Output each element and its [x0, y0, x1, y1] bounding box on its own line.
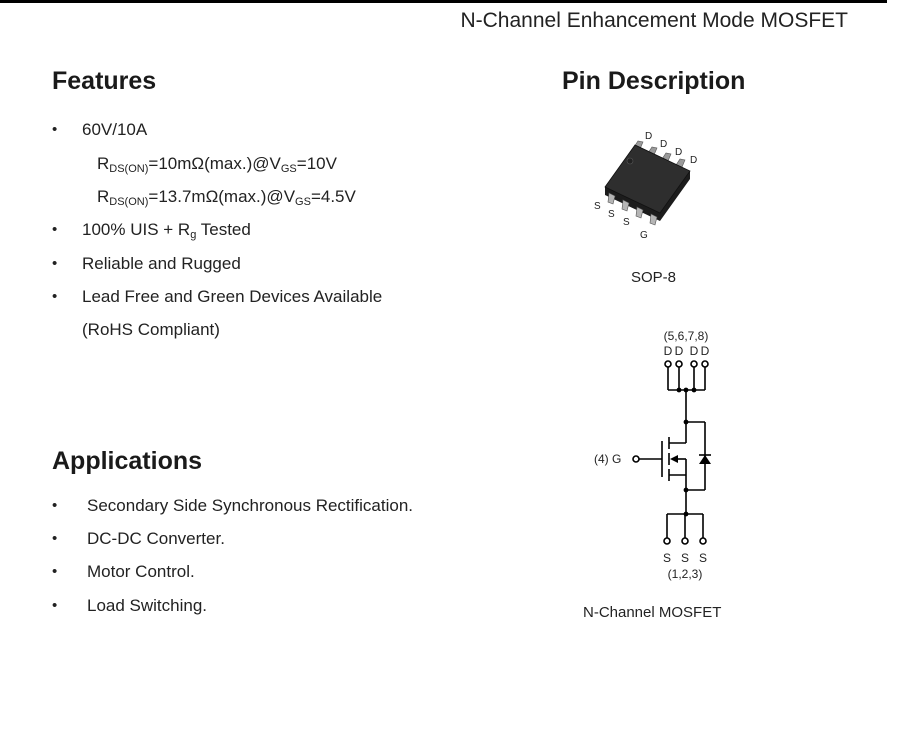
pkg-pin-label: D	[690, 155, 697, 166]
application-item: Secondary Side Synchronous Rectification…	[87, 496, 414, 515]
pkg-pin-label: S	[594, 201, 601, 212]
bullet-dot: •	[52, 288, 58, 305]
features-heading: Features	[52, 67, 157, 95]
feature-rating: 60V/10A	[82, 120, 148, 139]
pkg-pin-label: D	[675, 147, 682, 158]
feature-lead-free: Lead Free and Green Devices Available	[82, 287, 383, 306]
top-rule	[0, 0, 887, 3]
pkg-pin-label: G	[640, 230, 648, 241]
package-label: SOP-8	[631, 269, 677, 286]
application-item: Motor Control.	[87, 562, 195, 581]
bullet-dot: •	[52, 597, 58, 614]
drain-letter: D	[675, 344, 684, 358]
application-item: DC-DC Converter.	[87, 529, 225, 548]
mosfet-symbol-caption: N-Channel MOSFET	[583, 604, 722, 621]
bullet-dot: •	[52, 121, 58, 138]
bullet-dot: •	[52, 497, 58, 514]
drain-pins-label: (5,6,7,8)	[664, 329, 709, 343]
sop8-package-image: D D D D S S S G	[594, 131, 697, 241]
bullet-dot: •	[52, 530, 58, 547]
application-item: Load Switching.	[87, 596, 208, 615]
bullet-dot: •	[52, 255, 58, 272]
gate-label: (4) G	[594, 452, 621, 466]
drain-letter: D	[690, 344, 699, 358]
bullet-dot: •	[52, 563, 58, 580]
pkg-pin-label: S	[623, 217, 630, 228]
pin-description-heading: Pin Description	[562, 67, 746, 95]
pkg-pin-label: D	[660, 139, 667, 150]
feature-rdson-4v5: RDS(ON)=13.7mΩ(max.)@VGS=4.5V	[97, 187, 356, 208]
source-pins-label: (1,2,3)	[668, 567, 703, 581]
feature-rdson-10v: RDS(ON)=10mΩ(max.)@VGS=10V	[97, 154, 337, 175]
source-letter: S	[663, 551, 671, 565]
feature-rohs: (RoHS Compliant)	[82, 320, 220, 339]
drain-letter: D	[664, 344, 673, 358]
mosfet-symbol-diagram: (5,6,7,8) D D D D S S S (1,2,3) (4) G	[594, 329, 711, 581]
pkg-pin-label: S	[608, 209, 615, 220]
feature-uis-tested: 100% UIS + Rg Tested	[82, 220, 251, 241]
pkg-pin-label: D	[645, 131, 652, 142]
source-letter: S	[699, 551, 707, 565]
feature-reliable: Reliable and Rugged	[82, 254, 241, 273]
drain-letter: D	[701, 344, 710, 358]
document-title: N-Channel Enhancement Mode MOSFET	[460, 9, 848, 32]
source-letter: S	[681, 551, 689, 565]
bullet-dot: •	[52, 221, 58, 238]
applications-heading: Applications	[52, 447, 203, 475]
